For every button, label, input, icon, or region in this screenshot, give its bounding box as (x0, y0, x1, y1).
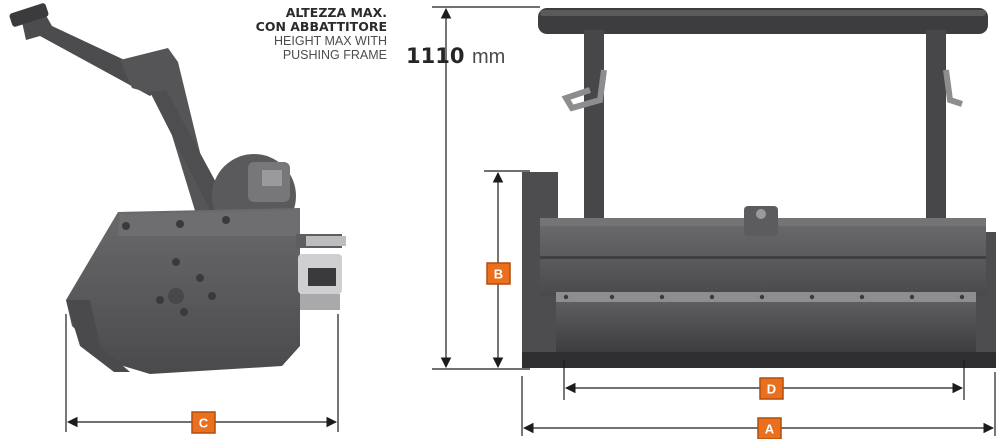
front-view-machine (522, 8, 996, 368)
gearbox-shaft (262, 170, 282, 186)
left-upright (584, 30, 604, 230)
height-caption-en-line2: PUSHING FRAME (283, 48, 387, 62)
badge-a: A (757, 417, 782, 439)
side-roller-foot (300, 294, 340, 310)
height-caption-en-line1: HEIGHT MAX WITH (274, 34, 387, 48)
a-frame-upright (120, 48, 214, 214)
badge-b-letter: B (494, 267, 503, 282)
badge-c-letter: C (199, 416, 209, 431)
bolt-strip (556, 292, 976, 302)
strip-bolt (909, 294, 915, 300)
front-roller (556, 302, 976, 356)
front-skid-bottom (522, 352, 996, 368)
front-housing-rib (540, 256, 986, 259)
front-top-hitch (744, 206, 778, 236)
height-value-unit: mm (472, 46, 505, 68)
side-view-machine (9, 3, 346, 374)
strip-bolt (659, 294, 665, 300)
height-value-number: 1110 (406, 44, 464, 68)
height-caption-it-line1: ALTEZZA MAX. (286, 5, 387, 20)
strip-bolt (709, 294, 715, 300)
left-adjust-handle (561, 69, 607, 112)
top-link-handle (9, 3, 49, 27)
side-body (66, 208, 300, 374)
strip-bolt (959, 294, 965, 300)
strip-bolt (759, 294, 765, 300)
side-roller-pin (306, 236, 346, 246)
height-caption-it-line2: CON ABBATTITORE (256, 19, 387, 34)
strip-bolt (563, 294, 569, 300)
a-frame-diagonal (150, 90, 232, 218)
right-adjust-handle (943, 69, 963, 107)
top-link-arm (22, 12, 160, 96)
strip-bolt (609, 294, 615, 300)
height-dimension (432, 6, 540, 370)
side-skid (66, 300, 130, 372)
strip-bolt (809, 294, 815, 300)
side-body-cover (118, 210, 300, 236)
height-value: 1110 mm (406, 44, 505, 68)
badge-d: D (759, 377, 784, 400)
strip-bolt (859, 294, 865, 300)
height-caption: ALTEZZA MAX. CON ABBATTITORE HEIGHT MAX … (256, 5, 387, 62)
badge-d-letter: D (767, 382, 776, 397)
badge-a-letter: A (765, 422, 775, 437)
badge-b: B (486, 262, 511, 285)
right-upright (926, 30, 946, 230)
badge-c: C (191, 411, 216, 434)
